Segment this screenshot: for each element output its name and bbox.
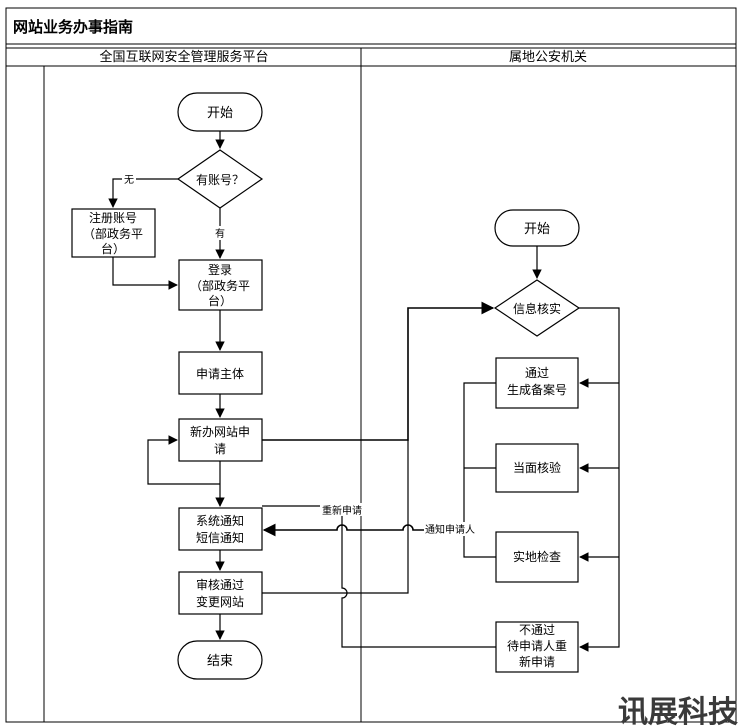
apply-subject-label: 申请主体	[196, 367, 244, 381]
pass-label-2: 生成备案号	[507, 382, 567, 397]
edge-feedback-loop	[147, 435, 220, 485]
register-label-1: 注册账号	[89, 210, 137, 225]
new-site-label-1: 新办网站申	[190, 424, 250, 439]
diagram-title: 网站业务办事指南	[13, 18, 133, 36]
in-person-label: 当面核验	[513, 460, 561, 475]
right-start-label: 开始	[524, 222, 550, 237]
edge-notify-applicant	[262, 523, 464, 537]
fail-label-3: 新申请	[519, 654, 555, 669]
end-node	[177, 640, 263, 680]
register-node	[71, 208, 156, 258]
verify-label: 信息核实	[513, 301, 561, 316]
pass-node	[495, 357, 579, 409]
new-site-node	[178, 418, 263, 462]
onsite-node	[495, 531, 579, 583]
apply-subject-node	[178, 351, 263, 395]
edge-label-no: 无	[124, 175, 134, 186]
pass-label-1: 通过	[525, 366, 549, 380]
notify-label-1: 系统通知	[196, 514, 244, 528]
login-label-3: 台）	[208, 293, 232, 308]
onsite-label: 实地检查	[513, 549, 561, 564]
edge-label-yes: 有	[215, 227, 225, 240]
login-label-2: （部政务平	[190, 278, 250, 293]
notify-node	[178, 507, 263, 551]
edge-label-notify-applicant: 通知申请人	[425, 523, 475, 536]
edge-register-to-login	[112, 257, 178, 290]
edge-newsite-to-verify	[262, 301, 495, 441]
edge-left-collector	[463, 382, 496, 558]
verify-decision	[493, 279, 581, 337]
in-person-node	[495, 443, 579, 493]
watermark-logo: 讯展科技	[618, 695, 738, 728]
approved-label-1: 审核通过	[196, 577, 244, 592]
register-label-2: （部政务平	[83, 226, 143, 241]
edge-no-account-to-register	[108, 178, 178, 208]
fail-label-1: 不通过	[519, 623, 555, 637]
diagram-frame	[5, 7, 737, 723]
edge-verify-right-trunk	[579, 307, 620, 652]
edge-label-reapply: 重新申请	[322, 504, 362, 517]
login-label-1: 登录	[208, 262, 232, 277]
fail-node	[495, 621, 579, 673]
new-site-label-2: 请	[214, 442, 226, 456]
has-account-label: 有账号？	[196, 173, 244, 187]
login-node	[178, 259, 263, 311]
register-label-3: 台）	[101, 241, 125, 256]
approved-label-2: 变更网站	[196, 594, 244, 609]
end-label: 结束	[207, 654, 233, 669]
lane-header-right: 属地公安机关	[509, 50, 587, 65]
left-start-label: 开始	[207, 106, 233, 121]
edge-approved-to-verify-line	[262, 440, 409, 594]
lane-header-left: 全国互联网安全管理服务平台	[99, 49, 268, 65]
edge-reapply	[262, 505, 496, 648]
fail-label-2: 待申请人重	[507, 639, 567, 653]
notify-label-2: 短信通知	[196, 531, 244, 545]
